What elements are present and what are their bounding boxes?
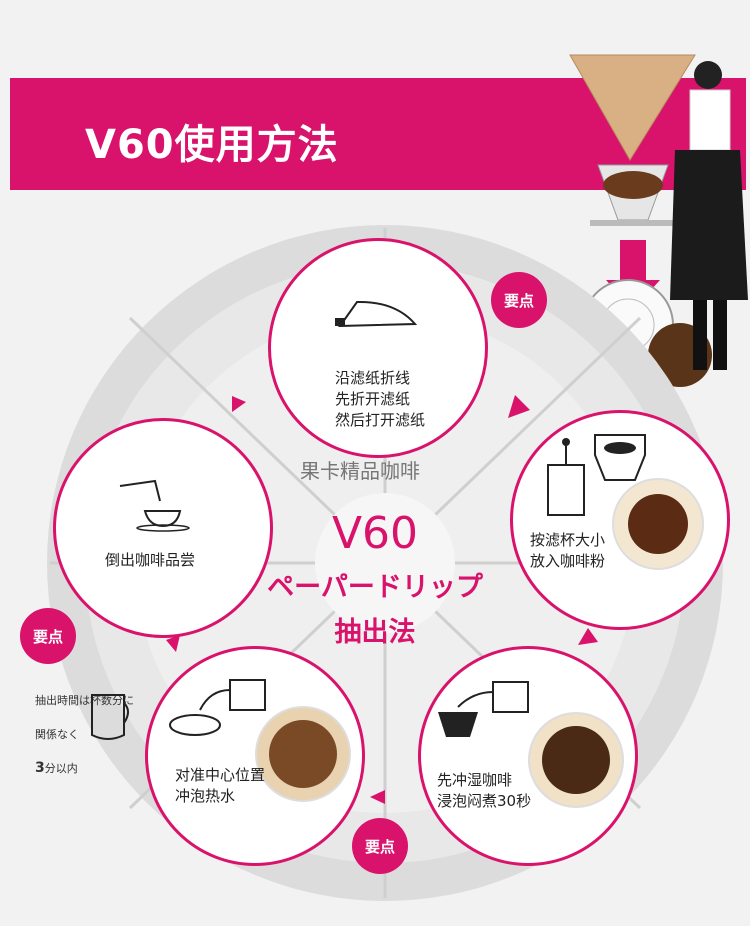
filter-cone-icon (569, 54, 696, 161)
step-5-circle (53, 418, 273, 638)
kettle-icon (438, 681, 529, 737)
demo-photo (569, 54, 748, 387)
step-4-text: 对准中心位置 冲泡热水 (175, 766, 266, 805)
arrow-icon (578, 628, 598, 645)
coffee-powder-photo (612, 478, 704, 570)
key-point-badge: 要点 (491, 272, 547, 328)
arrow-icon (508, 395, 530, 418)
step-2-text: 按滤杯大小 放入咖啡粉 (530, 531, 606, 570)
center-title-v60: V60 (331, 508, 419, 559)
filter-paper-icon (335, 300, 418, 328)
step-1-text: 沿滤纸折线 先折开滤纸 然后打开滤纸 (335, 369, 426, 429)
extraction-time-note: 抽出時間は杯数分に 関係なく 3分以内 (35, 694, 134, 776)
center-title-paper-drip: ペーパードリップ (267, 572, 483, 603)
kettle-pour-icon (169, 679, 266, 736)
server-jug-icon (91, 694, 129, 740)
step-5-text: 倒出咖啡品尝 (105, 551, 196, 569)
arrow-icon (232, 396, 246, 412)
watermark: 果卡精品咖啡 (300, 459, 420, 483)
page-title: V60使用方法 (85, 122, 339, 168)
step-3-text: 先冲湿咖啡 浸泡闷煮30秒 (437, 771, 532, 810)
person-apron (670, 150, 748, 300)
arrow-icon (370, 790, 385, 804)
coffee-cup-icon (119, 479, 190, 532)
arrow-icon (166, 635, 180, 652)
center-title-method: 抽出法 (334, 617, 416, 648)
grinder-icon (547, 434, 646, 516)
bloom-photo (528, 712, 624, 808)
key-point-badge: 要点 (20, 608, 76, 664)
key-point-badge: 要点 (352, 818, 408, 874)
brewing-photo (255, 706, 351, 802)
step-1-circle (268, 238, 488, 458)
